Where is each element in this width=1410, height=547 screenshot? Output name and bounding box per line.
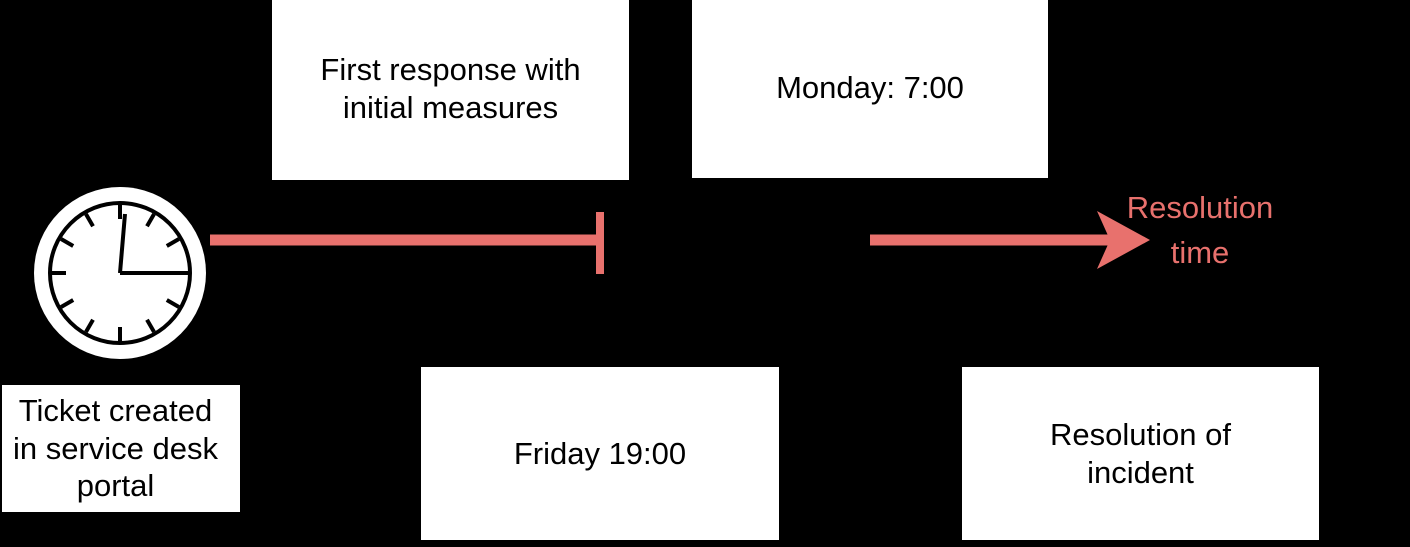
box-friday-time: Friday 19:00 [421,367,779,540]
resolution-time-label: Resolution time [1126,190,1274,270]
box-ticket-created-text: Ticket created in service desk portal [12,392,219,504]
box-ticket-created: Ticket created in service desk portal [2,385,240,512]
box-first-response-text: First response with initial measures [320,52,581,125]
clock-icon [32,185,208,361]
box-monday-time-text: Monday: 7:00 [776,70,964,106]
box-first-response: First response with initial measures [272,0,629,180]
box-resolution-of-incident: Resolution of incident [962,367,1319,540]
box-monday-time: Monday: 7:00 [692,0,1048,178]
box-friday-time-text: Friday 19:00 [513,435,687,471]
box-resolution-of-incident-text: Resolution of incident [1050,416,1231,490]
